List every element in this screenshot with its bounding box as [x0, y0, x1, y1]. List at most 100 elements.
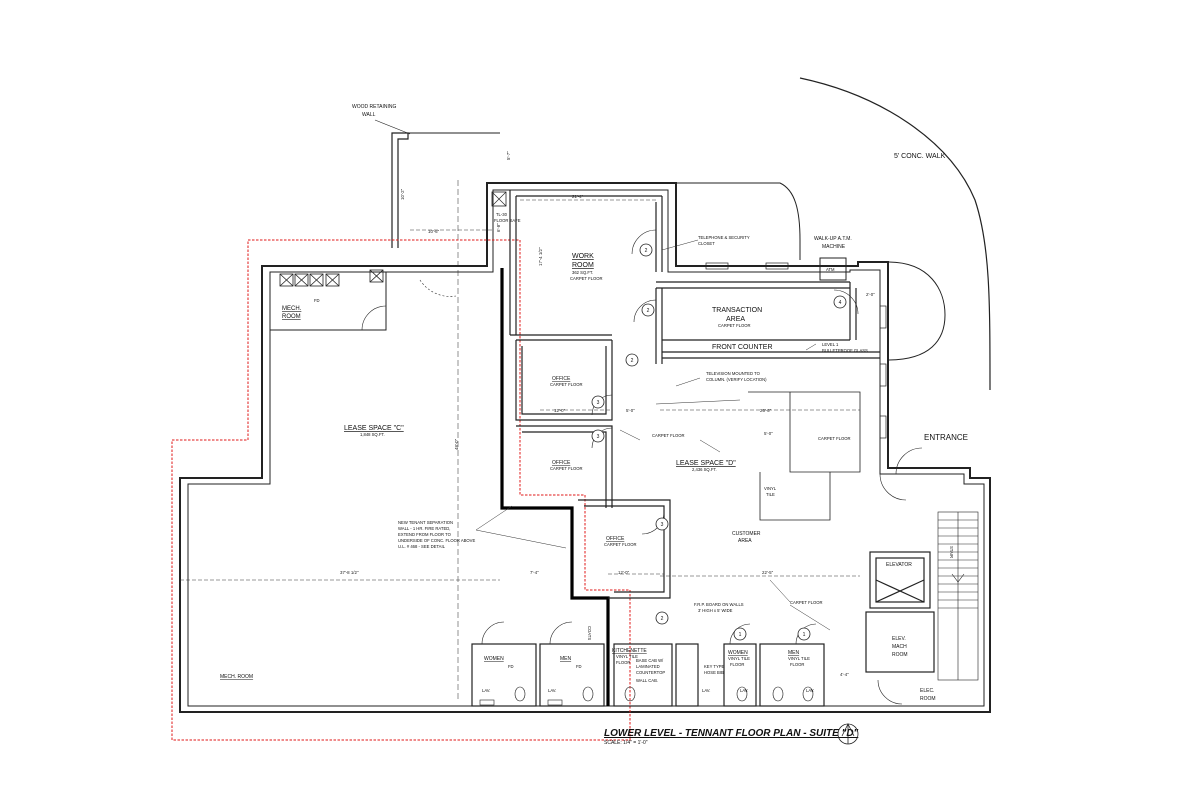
counter-and-vinyl [748, 391, 861, 521]
tv-label-1: TELEVISION MOUNTED TO [706, 371, 761, 376]
atm-door [833, 289, 859, 315]
elev-mach-label-2: MACH [892, 644, 907, 650]
door-tag-3c: 3 [655, 517, 669, 531]
office-3-label: OFFICE [606, 536, 625, 542]
tenant-separation-wall [500, 268, 610, 706]
atm-bump [887, 261, 946, 361]
lease-c-label: LEASE SPACE "C" [344, 425, 404, 432]
entrance-door [895, 447, 923, 475]
dim-d: 10'-6" [428, 229, 440, 234]
separation-note: NEW TENANT SEPARATION WALL - 1 HR. FIRE … [398, 520, 475, 549]
telephone-label-2: CLOSET [698, 241, 715, 246]
leader-lines [475, 239, 831, 631]
dim-n: 12'-0" [618, 570, 630, 575]
lav-1: LAV. [482, 688, 490, 693]
elevator-label: ELEVATOR [886, 562, 912, 568]
svg-text:WALL - 1 HR. FIRE RATED,: WALL - 1 HR. FIRE RATED, [398, 526, 450, 531]
dimension-lines [180, 199, 860, 581]
kit-floor-2: FLOOR [616, 660, 630, 665]
mech-room-top [269, 271, 387, 331]
dim-o: 4'-4" [840, 672, 849, 677]
svg-text:4: 4 [839, 300, 842, 306]
kit-floor-1: VINYL TILE [616, 654, 638, 659]
north-arrow-icon [837, 723, 859, 745]
office-1-label: OFFICE [552, 376, 571, 382]
mech-units [279, 269, 384, 287]
transaction-label-2: AREA [726, 316, 745, 323]
plan-title: LOWER LEVEL - TENNANT FLOOR PLAN - SUITE… [604, 728, 859, 739]
stair-label: STAIR [949, 546, 954, 558]
dim-f: 17'-4 1/2" [538, 247, 543, 266]
office-1-floor: CARPET FLOOR [550, 382, 583, 387]
transaction-door [633, 299, 657, 323]
fd-men: FD [576, 664, 582, 669]
elec-room-door [877, 679, 903, 705]
mech-door-swing [361, 305, 387, 331]
work-room-floor: CARPET FLOOR [570, 276, 603, 281]
elec-room-label-1: ELEC. [920, 688, 934, 694]
svg-text:2: 2 [631, 358, 634, 364]
safe-x2 [491, 191, 507, 207]
svg-text:2: 2 [647, 308, 650, 314]
base-cab-2: LAMINATED [636, 664, 660, 669]
door-tag-4: 4 [833, 295, 847, 309]
vinyl-label-2: TILE [766, 492, 775, 497]
svg-text:U.L. # 468 - SEE DETAIL: U.L. # 468 - SEE DETAIL [398, 544, 446, 549]
base-cab-3: COUNTERTOP [636, 670, 665, 675]
dim-h: 5'-0" [626, 408, 635, 413]
hose-1: KEY TYPE [704, 664, 725, 669]
retaining-wall-label-1: WOOD RETAINING [352, 104, 396, 110]
frp-2: 3' HIGH x 5' WIDE [698, 608, 733, 613]
door-tag-2a: 2 [639, 243, 653, 257]
retaining-leader [374, 119, 411, 135]
mech-fd: FD [314, 298, 320, 303]
work-room-label-2: ROOM [572, 262, 594, 269]
carpet-floor-1: CARPET FLOOR [652, 433, 685, 438]
glass-label-2: BULLETPROOF GLASS [822, 348, 868, 353]
safe-label-2: FLOOR SAFE [494, 218, 521, 223]
windows [705, 262, 887, 439]
mech-room-bottom-label: MECH. ROOM [220, 674, 253, 680]
office-3-floor: CARPET FLOOR [604, 542, 637, 547]
entrance-label: ENTRANCE [924, 433, 968, 442]
frp-1: F.R.P. BOARD ON WALLS [694, 602, 744, 607]
door-tag-2c: 2 [625, 353, 639, 367]
door-tag-3a: 3 [591, 395, 605, 409]
women-right-label: WOMEN [728, 650, 748, 656]
base-cab-1: BASE CAB W/ [636, 658, 664, 663]
front-counter-label: FRONT COUNTER [712, 344, 773, 351]
elev-mach-label-3: ROOM [892, 652, 908, 658]
restroom-walls [471, 643, 825, 707]
plan-scale: SCALE: 1/4" = 1'-0" [604, 740, 648, 746]
entrance-door-2 [879, 473, 907, 501]
women-right-floor-1: VINYL TILE [728, 656, 750, 661]
men-right-label: MEN [788, 650, 800, 656]
elev-mach-label-1: ELEV. [892, 636, 906, 642]
tv-label-2: COLUMN. (VERIFY LOCATION) [706, 377, 767, 382]
work-room-area: 362 SQ.FT. [572, 270, 593, 275]
women-left-door [481, 621, 505, 645]
exterior-wall-outer [179, 182, 991, 713]
dim-b: 10'-2" [400, 188, 405, 200]
svg-text:NEW TENANT SEPARATION: NEW TENANT SEPARATION [398, 520, 453, 525]
work-room-door [631, 229, 657, 255]
dim-k: 48'-0" [454, 438, 459, 450]
men-right-floor-1: VINYL TILE [788, 656, 810, 661]
dim-a: 5'-7" [506, 151, 511, 160]
safe-label-1: TL-30 [496, 212, 508, 217]
floor-safe [491, 191, 507, 207]
svg-text:3: 3 [597, 434, 600, 440]
vinyl-label-1: VINYL [764, 486, 777, 491]
walk-edge-inner [676, 182, 801, 260]
transaction-walls [655, 281, 880, 364]
coats-label: COATS [587, 626, 592, 640]
kitchenette-label: KITCHENETTE [612, 648, 647, 654]
svg-text:3: 3 [597, 400, 600, 406]
exterior-wall-inner [187, 189, 985, 707]
mech-label-2: ROOM [282, 314, 301, 320]
office-2-floor: CARPET FLOOR [550, 466, 583, 471]
door-tag-3b: 3 [591, 429, 605, 443]
wall-cab: WALL CAB. [636, 678, 658, 683]
svg-text:1: 1 [739, 632, 742, 638]
